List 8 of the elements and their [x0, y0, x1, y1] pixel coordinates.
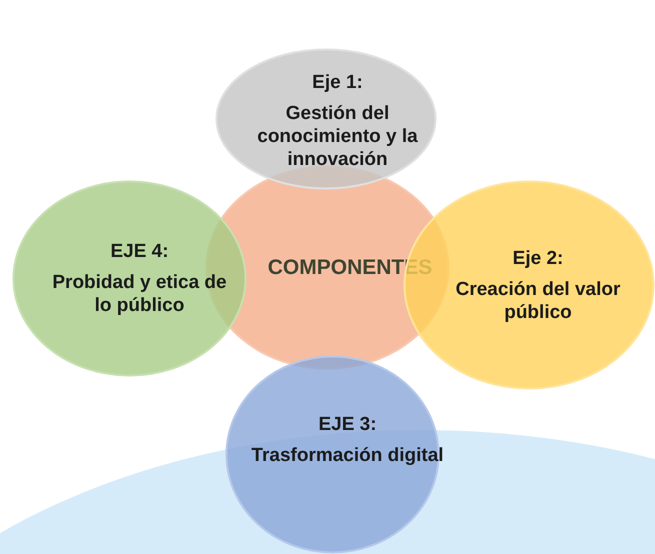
- axis-heading: Eje 1:: [312, 70, 363, 94]
- axis-heading: EJE 4:: [110, 240, 169, 263]
- axis-description: Trasformación digital: [251, 444, 444, 467]
- axis-heading: EJE 3:: [318, 413, 377, 436]
- axis-description: Gestión del conocimiento y la innovación: [256, 102, 419, 170]
- axis-heading: Eje 2:: [512, 246, 564, 270]
- axis-description: Creación del valor público: [454, 278, 622, 324]
- axis-description: Probidad y etica de lo público: [52, 271, 227, 317]
